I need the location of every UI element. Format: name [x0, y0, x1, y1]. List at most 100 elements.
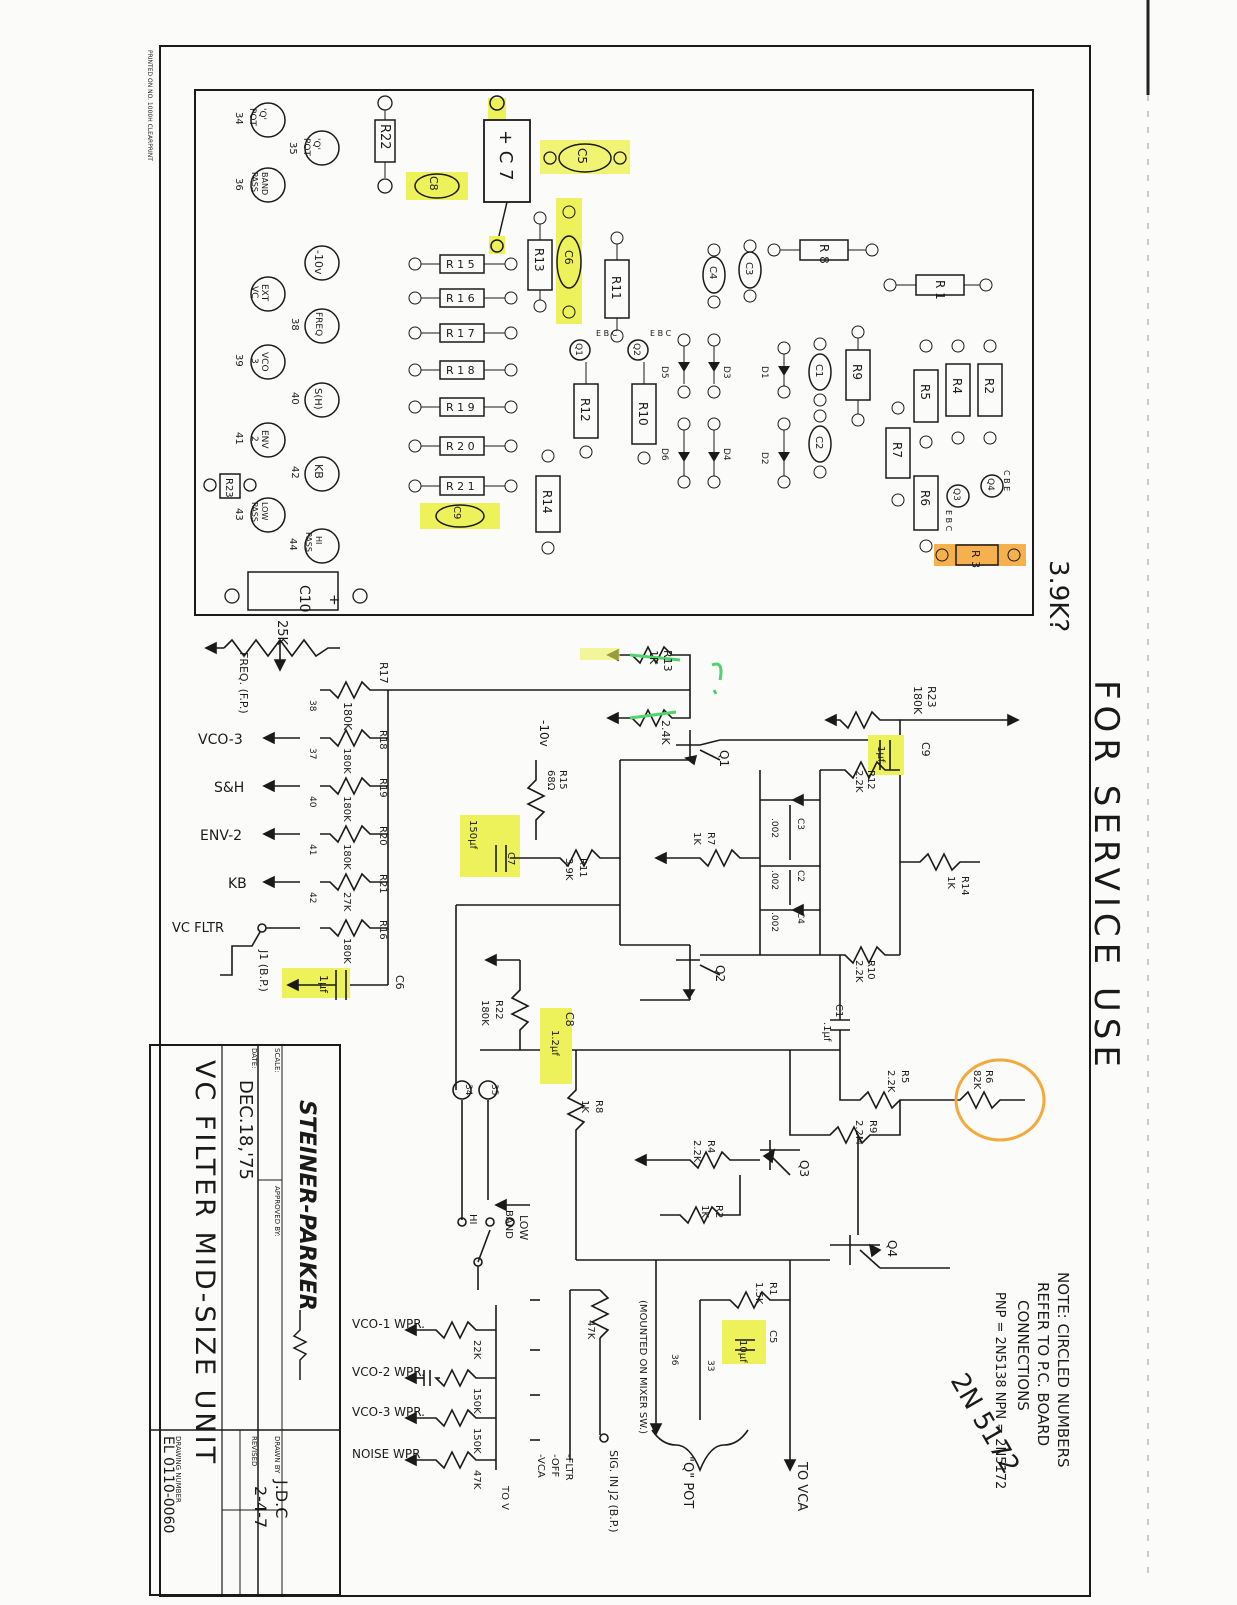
svg-text:(MOUNTED ON MIXER SW.): (MOUNTED ON MIXER SW.) [637, 1300, 648, 1434]
svg-text:10µf: 10µf [737, 1340, 748, 1363]
board-diodes: D5 D3 D1 D6 D4 D2 [659, 333, 791, 489]
svg-text:-OFF: -OFF [549, 1454, 560, 1478]
svg-text:3: 3 [249, 358, 259, 364]
svg-text:R13: R13 [661, 650, 674, 672]
svg-text:1.5K: 1.5K [753, 1282, 764, 1305]
svg-text:35: 35 [287, 142, 298, 155]
svg-text:180K: 180K [341, 938, 352, 964]
svg-text:NOISE WPR: NOISE WPR [352, 1447, 420, 1461]
svg-text:R23: R23 [223, 478, 234, 498]
board-res-r9: R9 [845, 325, 871, 427]
green-annotations [629, 653, 723, 720]
board-res-r15: R 1 5 [408, 254, 518, 274]
svg-text:40: 40 [307, 796, 317, 808]
board-cap-c9: C9 [420, 503, 500, 529]
svg-text:D5: D5 [659, 366, 669, 379]
board-res-r5: R5 [913, 339, 939, 449]
svg-text:33: 33 [705, 1360, 715, 1371]
note-line-2: REFER TO P.C. BOARD [1034, 1282, 1052, 1446]
svg-text:ENV: ENV [259, 430, 269, 449]
highlight-r13 [580, 648, 620, 660]
board-cap-c4: C4 [702, 243, 726, 309]
board-res-r16: R 1 6 [408, 288, 518, 308]
board-res-r19: R 1 9 [408, 397, 518, 417]
board-cap-c7: + C 7 [483, 95, 531, 254]
svg-text:VCO-3 WPR.: VCO-3 WPR. [352, 1405, 425, 1419]
svg-text:D4: D4 [721, 448, 731, 461]
handwritten-note: 2N 5172 [944, 1369, 1025, 1480]
note-line-1: NOTE: CIRCLED NUMBERS [1054, 1272, 1072, 1468]
svg-text:43: 43 [233, 508, 244, 521]
svg-text:180K: 180K [479, 1000, 490, 1026]
svg-text:39: 39 [233, 354, 244, 367]
svg-text:VCO-1 WPR.: VCO-1 WPR. [352, 1317, 425, 1331]
svg-text:150µf: 150µf [467, 820, 478, 849]
svg-text:.002: .002 [769, 818, 779, 838]
svg-text:36: 36 [233, 178, 244, 191]
board-res-r23: R23 [203, 473, 257, 499]
svg-text:40: 40 [289, 392, 300, 405]
svg-text:APPROVED BY:: APPROVED BY: [273, 1186, 281, 1236]
svg-text:R13: R13 [532, 248, 546, 272]
svg-text:HI: HI [467, 1214, 478, 1224]
board-transistors-q3-q4: Q3 Q4 C B E E B C [944, 470, 1011, 532]
note-line-4: PNP = 2N5138 NPN = 2N5172 [992, 1292, 1007, 1489]
svg-text:C2: C2 [813, 436, 824, 449]
drawing-frame [159, 45, 1091, 1597]
board-cap-c1: C1 [808, 337, 832, 407]
schematic-circuit [204, 638, 1025, 1473]
svg-text:-VCA: -VCA [535, 1454, 546, 1478]
svg-text:E B C: E B C [944, 510, 953, 532]
svg-text:C5: C5 [767, 1330, 778, 1343]
board-cap-c6: C6 [556, 198, 582, 324]
svg-text:R 1 7: R 1 7 [446, 327, 475, 340]
board-res-r7: R7 [885, 401, 911, 507]
svg-text:2.2K: 2.2K [691, 1140, 702, 1163]
svg-text:R8: R8 [593, 1100, 604, 1113]
svg-text:POT: POT [247, 108, 257, 127]
svg-text:.002: .002 [769, 912, 779, 932]
svg-text:'Q': 'Q' [257, 108, 267, 120]
svg-text:R9: R9 [867, 1120, 878, 1133]
svg-text:C8: C8 [563, 1012, 576, 1027]
svg-text:PASS: PASS [250, 502, 259, 522]
svg-text:150K: 150K [471, 1388, 482, 1414]
svg-text:SCALE:: SCALE: [273, 1048, 281, 1073]
svg-text:EXT: EXT [259, 284, 269, 302]
input-sh-label: S&H [214, 780, 244, 796]
svg-text:R 1 8: R 1 8 [446, 364, 475, 377]
svg-text:R 2 0: R 2 0 [446, 440, 475, 453]
svg-text:-FLTR: -FLTR [563, 1454, 574, 1481]
svg-text:82K: 82K [971, 1070, 982, 1090]
svg-text:R14: R14 [959, 876, 970, 896]
svg-text:DRAWING NUMBER: DRAWING NUMBER [174, 1436, 182, 1503]
note-block: NOTE: CIRCLED NUMBERS REFER TO P.C. BOAR… [944, 1272, 1072, 1489]
svg-text:1K: 1K [647, 650, 660, 665]
svg-text:R2: R2 [982, 378, 996, 394]
svg-text:Q1: Q1 [717, 750, 731, 767]
svg-text:27K: 27K [341, 892, 352, 912]
svg-text:R 2 1: R 2 1 [446, 480, 475, 493]
svg-text:41: 41 [233, 432, 244, 445]
svg-text:2.2K: 2.2K [853, 770, 864, 793]
svg-text:R5: R5 [918, 384, 932, 400]
svg-text:KB: KB [312, 464, 325, 479]
svg-text:D6: D6 [659, 448, 669, 461]
diode-d5: D5 [659, 333, 691, 399]
svg-text:R6: R6 [918, 490, 932, 506]
svg-text:R10: R10 [636, 402, 650, 426]
svg-text:R7: R7 [705, 832, 716, 845]
svg-text:'Q': 'Q' [311, 138, 321, 150]
svg-text:R12: R12 [865, 770, 876, 790]
svg-text:Q4: Q4 [985, 478, 995, 491]
svg-text:180K: 180K [911, 686, 924, 715]
diode-d6: D6 [659, 417, 691, 489]
svg-text:R4: R4 [705, 1140, 716, 1153]
svg-text:+: + [326, 594, 342, 606]
svg-text:R5: R5 [899, 1070, 910, 1083]
svg-text:C1: C1 [833, 1004, 844, 1017]
pc-board-outline [194, 89, 1034, 616]
q-pot-label: "Q" POT [680, 1456, 695, 1508]
edge-print: PRINTED ON NO. 1000H CLEARPRINT [146, 50, 153, 161]
svg-text:2: 2 [249, 436, 259, 442]
